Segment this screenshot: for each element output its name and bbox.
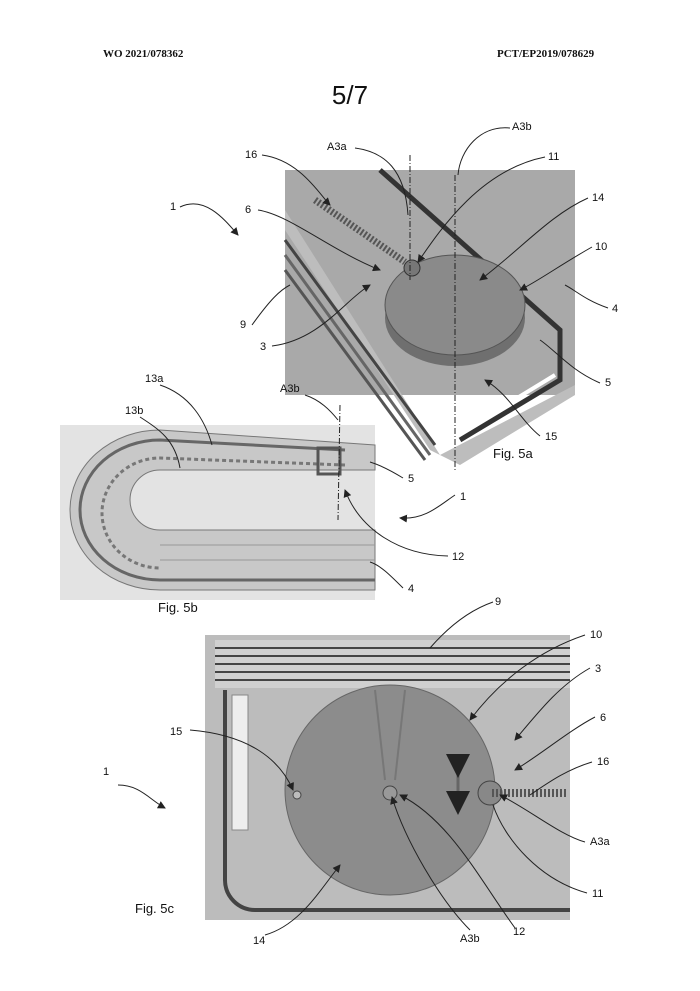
label: A3b	[512, 121, 532, 133]
label: 14	[592, 192, 604, 204]
label: 1	[460, 491, 466, 503]
label: 5	[408, 473, 414, 485]
figure-caption: Fig. 5c	[135, 901, 175, 916]
label: 10	[590, 629, 602, 641]
label: 9	[240, 319, 246, 331]
figure-5a-labels: 16 A3a A3b 11 1 6 14 10 4 9 3 5 15 Fig. …	[170, 121, 618, 461]
label: 11	[592, 888, 603, 900]
label: 1	[170, 201, 176, 213]
label: 6	[600, 712, 606, 724]
label: A3b	[460, 933, 480, 945]
label: 13b	[125, 405, 143, 417]
figure-caption: Fig. 5a	[493, 446, 534, 461]
label: 5	[605, 377, 611, 389]
label: 1	[103, 766, 109, 778]
label: 15	[545, 431, 557, 443]
figure-5c	[205, 635, 570, 920]
sheet-number: 5/7	[331, 80, 369, 110]
label: 14	[253, 935, 265, 947]
label: 11	[548, 151, 559, 163]
label: 12	[452, 551, 464, 563]
label: 15	[170, 726, 182, 738]
label: 16	[245, 149, 257, 161]
figure-5c-labels: 9 10 3 6 15 16 1 A3a 11 14 A3b 12 Fig. 5…	[103, 596, 610, 947]
label: 13a	[145, 373, 164, 385]
label: 3	[260, 341, 266, 353]
label: 12	[513, 926, 525, 938]
label: 9	[495, 596, 501, 608]
application-number: PCT/EP2019/078629	[497, 48, 595, 60]
figure-caption: Fig. 5b	[158, 600, 198, 615]
label: 3	[595, 663, 601, 675]
label: A3a	[327, 141, 347, 153]
label: 6	[245, 204, 251, 216]
label: 4	[612, 303, 618, 315]
figure-5b-labels: 13a 13b A3b 5 1 12 4 Fig. 5b	[125, 373, 466, 615]
label: 10	[595, 241, 607, 253]
label: A3a	[590, 836, 610, 848]
label: A3b	[280, 383, 300, 395]
label: 16	[597, 756, 609, 768]
label: 4	[408, 583, 414, 595]
figure-5a	[283, 155, 575, 470]
publication-number: WO 2021/078362	[103, 48, 184, 60]
figure-5b	[60, 404, 376, 600]
